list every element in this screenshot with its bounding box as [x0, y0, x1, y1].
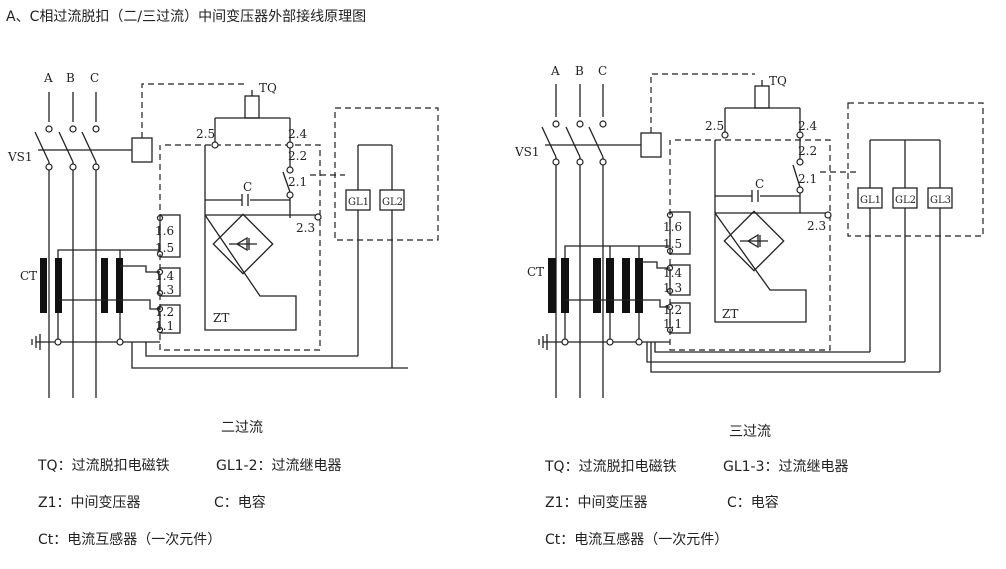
terminal-1-3: 1.3 — [155, 283, 174, 297]
phase-label-b: B — [66, 71, 75, 85]
capacitor-label: C — [243, 180, 252, 194]
left-caption: 二过流 — [221, 420, 263, 436]
relay-gl2: GL2 — [895, 195, 916, 206]
relay-gl2: GL2 — [382, 197, 403, 208]
phase-label-c: C — [598, 64, 607, 78]
terminal-1-4: 1.4 — [155, 269, 174, 283]
left-legend-ct: Ct：电流互感器（一次元件） — [38, 532, 222, 548]
tq-label: TQ — [769, 74, 787, 88]
terminal-2-2: 2.2 — [288, 149, 307, 163]
right-legend-tq: TQ：过流脱扣电磁铁 — [545, 459, 677, 475]
terminal-1-2: 1.2 — [663, 303, 682, 317]
right-legend-z1: Z1：中间变压器 — [545, 495, 648, 511]
zt-label: ZT — [722, 307, 738, 321]
terminal-2-1: 2.1 — [798, 172, 817, 186]
terminal-1-5: 1.5 — [663, 237, 682, 251]
terminal-2-3: 2.3 — [296, 221, 315, 235]
terminal-2-1: 2.1 — [288, 175, 307, 189]
tq-label: TQ — [259, 81, 277, 95]
right-legend-ct: Ct：电流互感器（一次元件） — [545, 532, 729, 548]
zt-label: ZT — [213, 311, 229, 325]
left-wiring-diagram: A B C VS1 CT 1.6 1.5 1.4 1.3 1.2 1.1 TQ … — [7, 71, 439, 398]
left-legend-c: C：电容 — [214, 495, 266, 511]
terminal-2-4: 2.4 — [288, 127, 307, 141]
terminal-1-4: 1.4 — [663, 266, 682, 280]
terminal-2-4: 2.4 — [798, 119, 817, 133]
vs1-label: VS1 — [514, 145, 540, 159]
left-legend-z1: Z1：中间变压器 — [38, 495, 141, 511]
phase-label-a: A — [550, 64, 560, 78]
phase-label-a: A — [43, 71, 53, 85]
right-caption: 三过流 — [729, 424, 771, 440]
left-legend-tq: TQ：过流脱扣电磁铁 — [38, 458, 170, 474]
relay-gl1: GL1 — [348, 197, 369, 208]
terminal-2-3: 2.3 — [807, 219, 826, 233]
page-title: A、C相过流脱扣（二/三过流）中间变压器外部接线原理图 — [6, 9, 367, 25]
left-legend-gl: GL1-2：过流继电器 — [216, 458, 342, 474]
ct-label: CT — [20, 269, 37, 283]
terminal-1-2: 1.2 — [155, 305, 174, 319]
terminal-1-1: 1.1 — [155, 319, 174, 333]
phase-label-c: C — [90, 71, 99, 85]
terminal-1-5: 1.5 — [155, 241, 174, 255]
terminal-1-6: 1.6 — [663, 220, 682, 234]
right-legend-c: C：电容 — [727, 495, 779, 511]
terminal-2-2: 2.2 — [798, 144, 817, 158]
terminal-1-6: 1.6 — [155, 224, 174, 238]
terminal-2-5: 2.5 — [196, 127, 215, 141]
capacitor-label: C — [755, 177, 764, 191]
phase-label-b: B — [575, 64, 584, 78]
terminal-1-1: 1.1 — [663, 317, 682, 331]
terminal-2-5: 2.5 — [705, 119, 724, 133]
right-wiring-diagram: A B C VS1 CT 1.6 1.5 1.4 1.3 1.2 1.1 TQ … — [514, 64, 984, 398]
vs1-label: VS1 — [7, 150, 33, 164]
terminal-1-3: 1.3 — [663, 281, 682, 295]
right-legend-gl: GL1-3：过流继电器 — [723, 459, 849, 475]
relay-gl3: GL3 — [930, 195, 951, 206]
ct-label: CT — [527, 265, 544, 279]
relay-gl1: GL1 — [860, 195, 881, 206]
